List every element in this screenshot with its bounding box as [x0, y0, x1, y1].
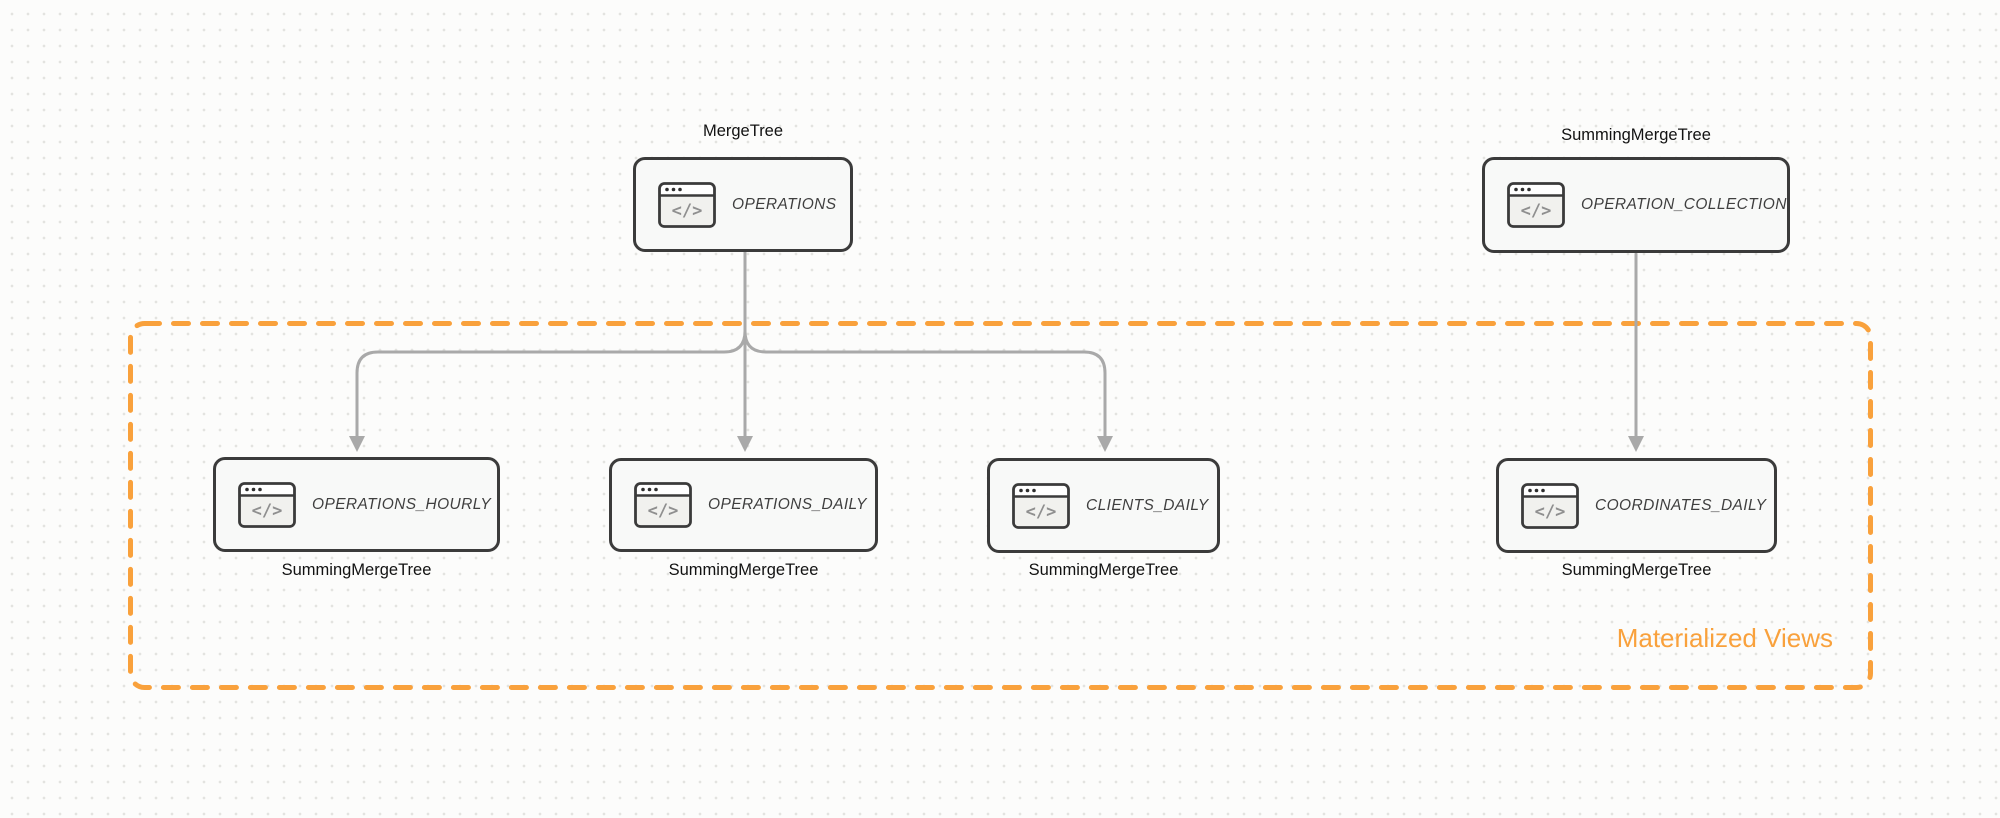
code-window-icon: </> — [238, 481, 296, 528]
code-window-icon: </> — [658, 181, 716, 228]
node-label: OPERATIONS — [732, 195, 837, 213]
svg-text:</>: </> — [252, 501, 283, 521]
svg-text:</>: </> — [1521, 201, 1552, 221]
edge-operations-to-operations-daily[interactable] — [737, 251, 753, 452]
engine-label-operations-daily: SummingMergeTree — [668, 561, 819, 579]
svg-text:</>: </> — [672, 201, 703, 221]
node-label: COORDINATES_DAILY — [1595, 496, 1767, 514]
node-operations[interactable]: </> OPERATIONS — [633, 157, 853, 252]
node-label: CLIENTS_DAILY — [1086, 496, 1209, 514]
svg-text:</>: </> — [648, 501, 679, 521]
node-operations-hourly[interactable]: </> OPERATIONS_HOURLY — [213, 457, 500, 552]
edge-operation-collection-to-coordinates-daily[interactable] — [1628, 252, 1644, 452]
node-operation-collection[interactable]: </> OPERATION_COLLECTION — [1482, 157, 1790, 253]
node-operations-daily[interactable]: </> OPERATIONS_DAILY — [609, 458, 878, 552]
node-label: OPERATIONS_DAILY — [708, 496, 867, 513]
materialized-views-group-label: Materialized Views — [1616, 623, 1833, 653]
node-label: OPERATION_COLLECTION — [1581, 196, 1787, 213]
edge-operations-to-clients-daily[interactable] — [743, 251, 1113, 452]
code-window-icon: </> — [634, 482, 692, 528]
engine-label-operations-hourly: SummingMergeTree — [281, 561, 432, 579]
engine-label-clients-daily: SummingMergeTree — [1028, 561, 1179, 579]
code-window-icon: </> — [1521, 482, 1579, 529]
svg-text:</>: </> — [1535, 502, 1566, 522]
node-coordinates-daily[interactable]: </> COORDINATES_DAILY — [1496, 458, 1777, 553]
engine-label-coordinates-daily: SummingMergeTree — [1561, 561, 1712, 579]
node-clients-daily[interactable]: </> CLIENTS_DAILY — [987, 458, 1220, 553]
engine-label-operations: MergeTree — [702, 122, 784, 140]
engine-label-operation-collection: SummingMergeTree — [1561, 126, 1711, 144]
node-label: OPERATIONS_HOURLY — [312, 495, 492, 513]
code-window-icon: </> — [1507, 182, 1565, 228]
edge-operations-to-operations-hourly[interactable] — [349, 251, 747, 452]
code-window-icon: </> — [1012, 482, 1070, 529]
svg-text:</>: </> — [1026, 502, 1057, 522]
